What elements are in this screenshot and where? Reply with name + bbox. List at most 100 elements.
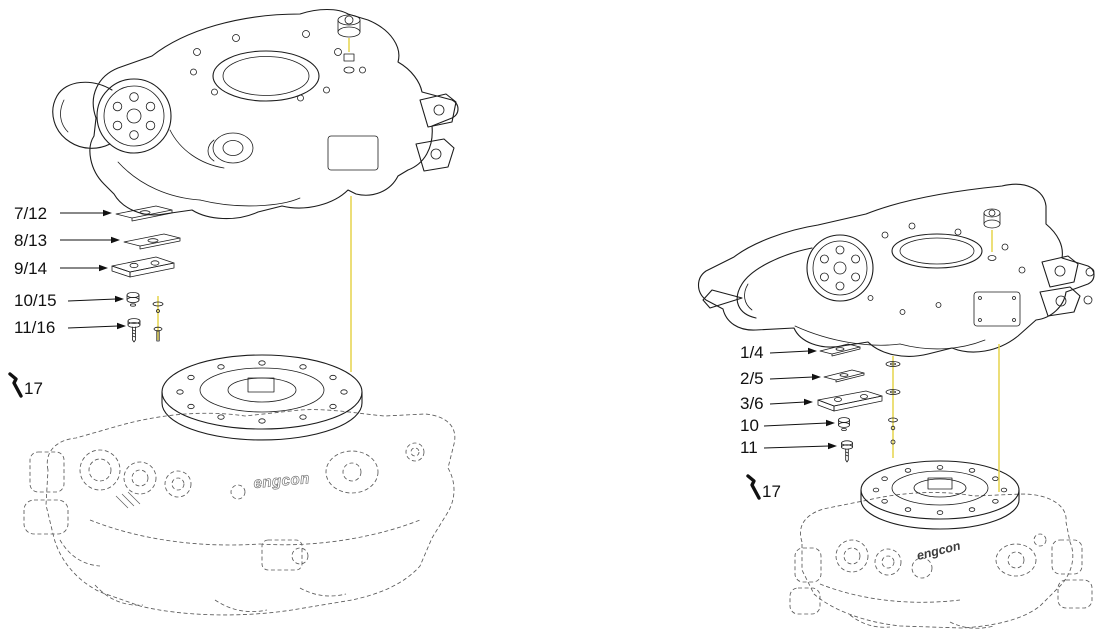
coupler-jaw [29,451,65,493]
lug-plate [1039,286,1081,317]
flange-disc [96,78,172,154]
bearing-arc [207,139,215,162]
foot-arc [299,587,347,597]
callout-line [769,350,810,354]
boss-circle [171,477,185,491]
coupler-jaw [789,587,821,615]
bolt-head-top [838,417,850,423]
flange-bolt-holes [112,92,156,140]
foot-arc [849,614,891,628]
screw-part-11-16 [127,318,141,343]
valve-hole [291,547,309,565]
hatch-lines [115,491,141,509]
washer [152,301,164,307]
screw-head-bottom [841,444,853,450]
cap-sides [337,19,361,33]
side-panel [327,135,379,171]
housing-contour [794,325,901,346]
small-hole [410,447,420,457]
housing-contour [199,197,301,207]
callout-arrowhead [828,442,837,450]
ring-bolt-holes [872,465,1008,515]
right-loose-parts [817,343,901,463]
part-label: 3/6 [740,394,764,413]
bolt-washer [130,303,136,307]
plate-hole [129,262,139,269]
boss-circle [835,539,869,573]
washer-dot [890,425,896,431]
part-label: 10/15 [14,291,57,310]
shim-edge [831,346,861,357]
body-contour [259,519,421,546]
washer-hole [890,362,896,366]
bearing-boss [212,132,254,164]
motor-arm [52,81,113,149]
plate-hole [150,260,160,266]
callout-arrowhead [808,347,817,355]
screw-tip [132,339,136,343]
right-labels: 1/4 2/5 3/6 10 11 [740,343,837,457]
tool-icon [8,372,23,398]
housing-contour [117,161,201,201]
callout-arrowhead [99,264,108,272]
side-port [325,450,379,494]
callout-line [67,298,117,302]
callout-line [769,376,814,380]
washer-hole [890,390,896,394]
left-upper-housing [52,8,459,220]
jaw-arc [59,539,101,567]
lug-hole [1085,267,1095,277]
lug-plate [415,138,455,172]
washer [885,361,901,367]
valve-sides [983,212,1001,225]
bolt-part-10-15 [126,292,140,307]
screw-shaft [132,326,136,341]
flange-center [126,108,142,124]
housing-contour [169,129,225,169]
callout-line [763,422,828,427]
deck-opening-inner [222,56,310,96]
coupler-jaw [794,547,822,583]
screw-threads [845,451,849,457]
washer [885,389,901,395]
shim-face [115,205,173,219]
flange-disc [806,234,874,302]
panel-screws [978,296,1016,322]
flange-disc-inner [103,85,165,147]
boss-circle [164,470,192,498]
shim-face [123,233,181,247]
part-label: 9/14 [14,259,47,278]
ring-inner [891,470,989,506]
foot-arc [94,584,144,606]
part-label: 2/5 [740,369,764,388]
washer-stack [885,361,901,445]
shim-part-2-5 [823,369,865,383]
flange-bolt-holes [820,245,860,291]
bearing-bore [222,140,244,156]
housing-contour [899,339,986,350]
bolt-head-bottom [838,422,850,428]
valve-hole [988,209,996,217]
deck-opening [891,233,983,269]
lug-hole [433,104,445,116]
coupler-jaw [1057,579,1093,609]
shim-face [819,343,861,355]
valve-bottom [983,219,1001,229]
shim-edge [139,237,181,250]
cap-bolt [337,14,361,74]
deck-valve [983,208,1001,261]
washer-dot [890,439,896,445]
callout-arrowhead [115,295,124,303]
deck-bolt-circles [190,30,366,102]
shim-hole [139,210,151,215]
right-lower-body: engcon [789,492,1093,629]
engcon-logo: engcon [253,470,311,492]
callout-line [769,401,806,405]
screw-tip [845,459,849,463]
callout-line [763,445,830,449]
deck-opening-inner [899,237,975,265]
side-panel [973,291,1021,327]
ring-key-notch [927,477,953,490]
side-port-hole [1007,551,1025,569]
